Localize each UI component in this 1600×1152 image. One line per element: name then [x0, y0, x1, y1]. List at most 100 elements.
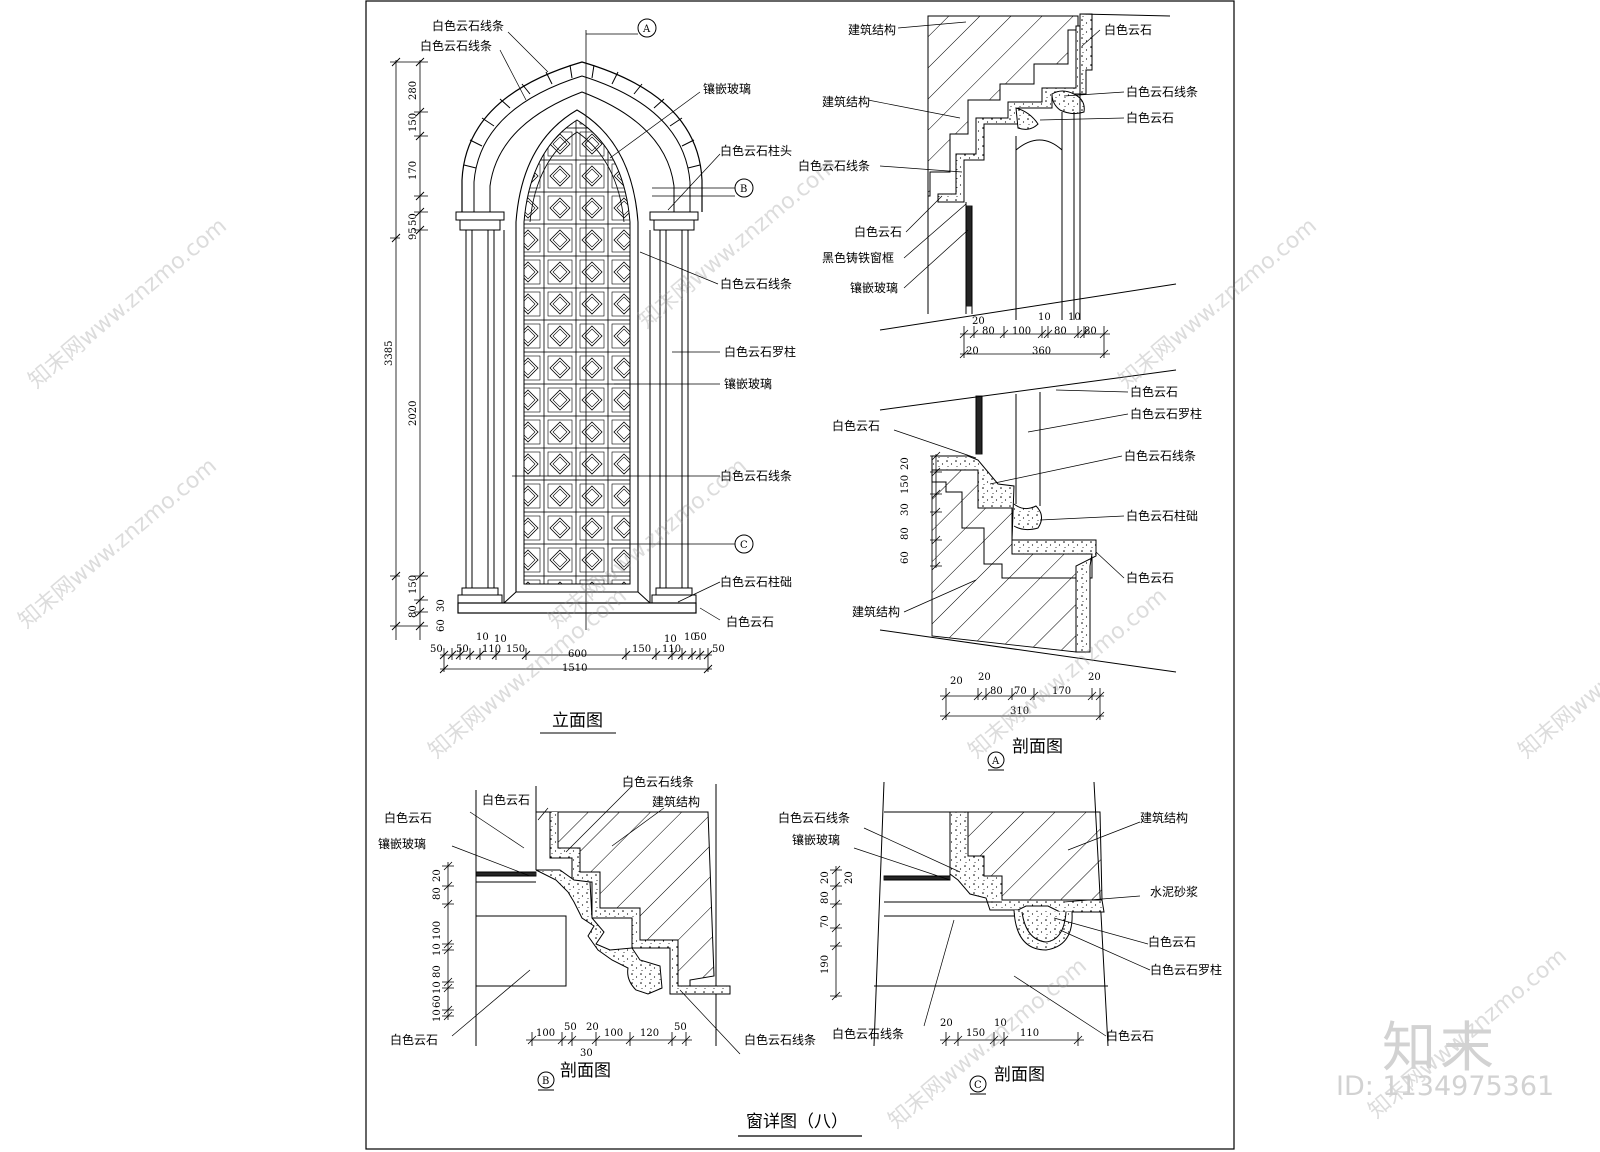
sa-ldim-5: 170 [1052, 686, 1071, 697]
section-a-upper-text: 建筑结构 白色云石 建筑结构 白色云石线条 白色云石 白色云石线条 白色云石 黑… [798, 22, 1198, 357]
elev-label-3: 镶嵌玻璃 [703, 81, 751, 96]
sa-ldim-4: 70 [1014, 686, 1027, 697]
sa-dim-9: 360 [1032, 346, 1051, 357]
hdim-total: 1510 [562, 663, 587, 674]
elev-label-5: 白色云石线条 [720, 276, 792, 291]
elev-label-2: 白色云石线条 [420, 38, 492, 53]
elevation-drawing [390, 18, 754, 674]
sa-vdim-2: 150 [900, 475, 911, 494]
elev-label-4: 白色云石柱头 [720, 143, 792, 158]
sb-hdim-1: 100 [536, 1028, 555, 1039]
hdim-top-2: 10 [494, 634, 507, 645]
sc-label-5: 白色云石 [1148, 934, 1196, 949]
sb-label-3: 白色云石线条 [622, 774, 694, 789]
section-c-drawing [830, 781, 1151, 1095]
hdim-1: 50 [430, 644, 443, 655]
sa-dim-7: 80 [1084, 326, 1097, 337]
sc-hdim-2: 150 [966, 1028, 985, 1039]
hdim-6: 150 [632, 644, 651, 655]
section-c-text: 白色云石线条 镶嵌玻璃 建筑结构 水泥砂浆 白色云石 白色云石罗柱 白色云石线条… [778, 810, 1222, 1091]
hdim-8: 50 [694, 632, 707, 643]
sb-vdim-4: 10 [432, 943, 443, 956]
hdim-top-4: 10 [684, 632, 697, 643]
sc-label-7: 白色云石线条 [832, 1026, 904, 1041]
vdim-170: 170 [408, 161, 419, 180]
sb-label-2: 白色云石 [384, 810, 432, 825]
hdim-9: 50 [712, 644, 725, 655]
sa-label-4: 白色云石线条 [1126, 84, 1198, 99]
sa-ldim-7: 310 [1010, 706, 1029, 717]
sb-vdim-7: 60 [432, 995, 443, 1008]
sc-label-8: 白色云石 [1106, 1028, 1154, 1043]
sb-hdim-4: 100 [604, 1028, 623, 1039]
elevation-text: 白色云石线条 白色云石线条 镶嵌玻璃 白色云石柱头 白色云石线条 白色云石罗柱 … [384, 18, 796, 734]
sc-label-4: 水泥砂浆 [1150, 884, 1198, 899]
vdim-50: 50 [408, 213, 419, 226]
section-b-title: 剖面图 [560, 1061, 611, 1081]
sb-vdim-6: 10 [432, 981, 443, 994]
section-b-text: 白色云石 白色云石 白色云石线条 建筑结构 镶嵌玻璃 白色云石 白色云石线条 2… [378, 774, 816, 1087]
axis-marker-a: A [642, 24, 651, 35]
sa-label-1: 建筑结构 [848, 22, 896, 37]
sc-hdim-3: 10 [994, 1018, 1007, 1029]
sa-dim-3: 100 [1012, 326, 1031, 337]
sa-label-13: 白色云石线条 [1124, 448, 1196, 463]
sb-vdim-2: 80 [432, 887, 443, 900]
sa-dim-1: 20 [972, 316, 985, 327]
vdim-150: 150 [408, 113, 419, 132]
sa-dim-6: 10 [1068, 312, 1081, 323]
sa-label-11: 白色云石 [832, 418, 880, 433]
elev-label-1: 白色云石线条 [432, 18, 504, 33]
vdim-80: 80 [408, 605, 419, 618]
vdim-2020: 2020 [408, 401, 419, 426]
sa-label-3: 建筑结构 [822, 94, 870, 109]
sa-dim-2: 80 [982, 326, 995, 337]
sb-hdim-6: 50 [674, 1022, 687, 1033]
sa-dim-5: 80 [1054, 326, 1067, 337]
section-a-lower-drawing [879, 369, 1177, 771]
sa-dim-8: 20 [966, 346, 979, 357]
elev-label-6: 白色云石罗柱 [724, 344, 796, 359]
sc-vdim-4: 70 [820, 915, 831, 928]
sc-vdim-1: 20 [820, 871, 831, 884]
sheet-border [365, 0, 1235, 1150]
hdim-top-1: 10 [476, 632, 489, 643]
elevation-title: 立面图 [552, 711, 603, 731]
sc-label-6: 白色云石罗柱 [1150, 962, 1222, 977]
sa-ldim-6: 20 [1088, 672, 1101, 683]
elev-label-8: 白色云石线条 [720, 468, 792, 483]
vdim-150-b: 150 [408, 575, 419, 594]
sc-hdim-1: 20 [940, 1018, 953, 1029]
section-a-marker: A [991, 756, 1000, 767]
sa-label-7: 白色云石 [854, 224, 902, 239]
sb-hdim-2: 50 [564, 1022, 577, 1033]
sc-hdim-4: 110 [1020, 1028, 1039, 1039]
hdim-4: 150 [506, 644, 525, 655]
sc-label-1: 白色云石线条 [778, 810, 850, 825]
sa-label-6: 白色云石线条 [798, 158, 870, 173]
sa-label-10: 白色云石 [1130, 384, 1178, 399]
section-c-marker: C [974, 1080, 982, 1091]
sb-label-1: 白色云石 [482, 792, 530, 807]
section-c-title: 剖面图 [994, 1065, 1045, 1085]
sb-vdim-3: 100 [432, 921, 443, 940]
sa-vdim-5: 60 [900, 551, 911, 564]
sa-label-2: 白色云石 [1104, 22, 1152, 37]
section-b-drawing [442, 784, 741, 1091]
axis-marker-b: B [740, 184, 747, 195]
sc-vdim-2: 20 [844, 871, 855, 884]
sa-label-14: 白色云石柱础 [1126, 508, 1198, 523]
elev-label-7: 镶嵌玻璃 [724, 376, 772, 391]
sa-label-15: 白色云石 [1126, 570, 1174, 585]
sa-ldim-2: 20 [978, 672, 991, 683]
sa-vdim-4: 80 [900, 527, 911, 540]
sb-hdim-3: 20 [586, 1022, 599, 1033]
sb-label-7: 白色云石线条 [744, 1032, 816, 1047]
section-a-lower-text: 白色云石 白色云石 白色云石罗柱 白色云石线条 白色云石柱础 白色云石 建筑结构… [832, 384, 1202, 767]
sa-vdim-3: 30 [900, 503, 911, 516]
sc-vdim-3: 80 [820, 891, 831, 904]
sb-hdim-7: 30 [580, 1048, 593, 1059]
hdim-3: 110 [482, 644, 501, 655]
axis-marker-c: C [740, 540, 748, 551]
